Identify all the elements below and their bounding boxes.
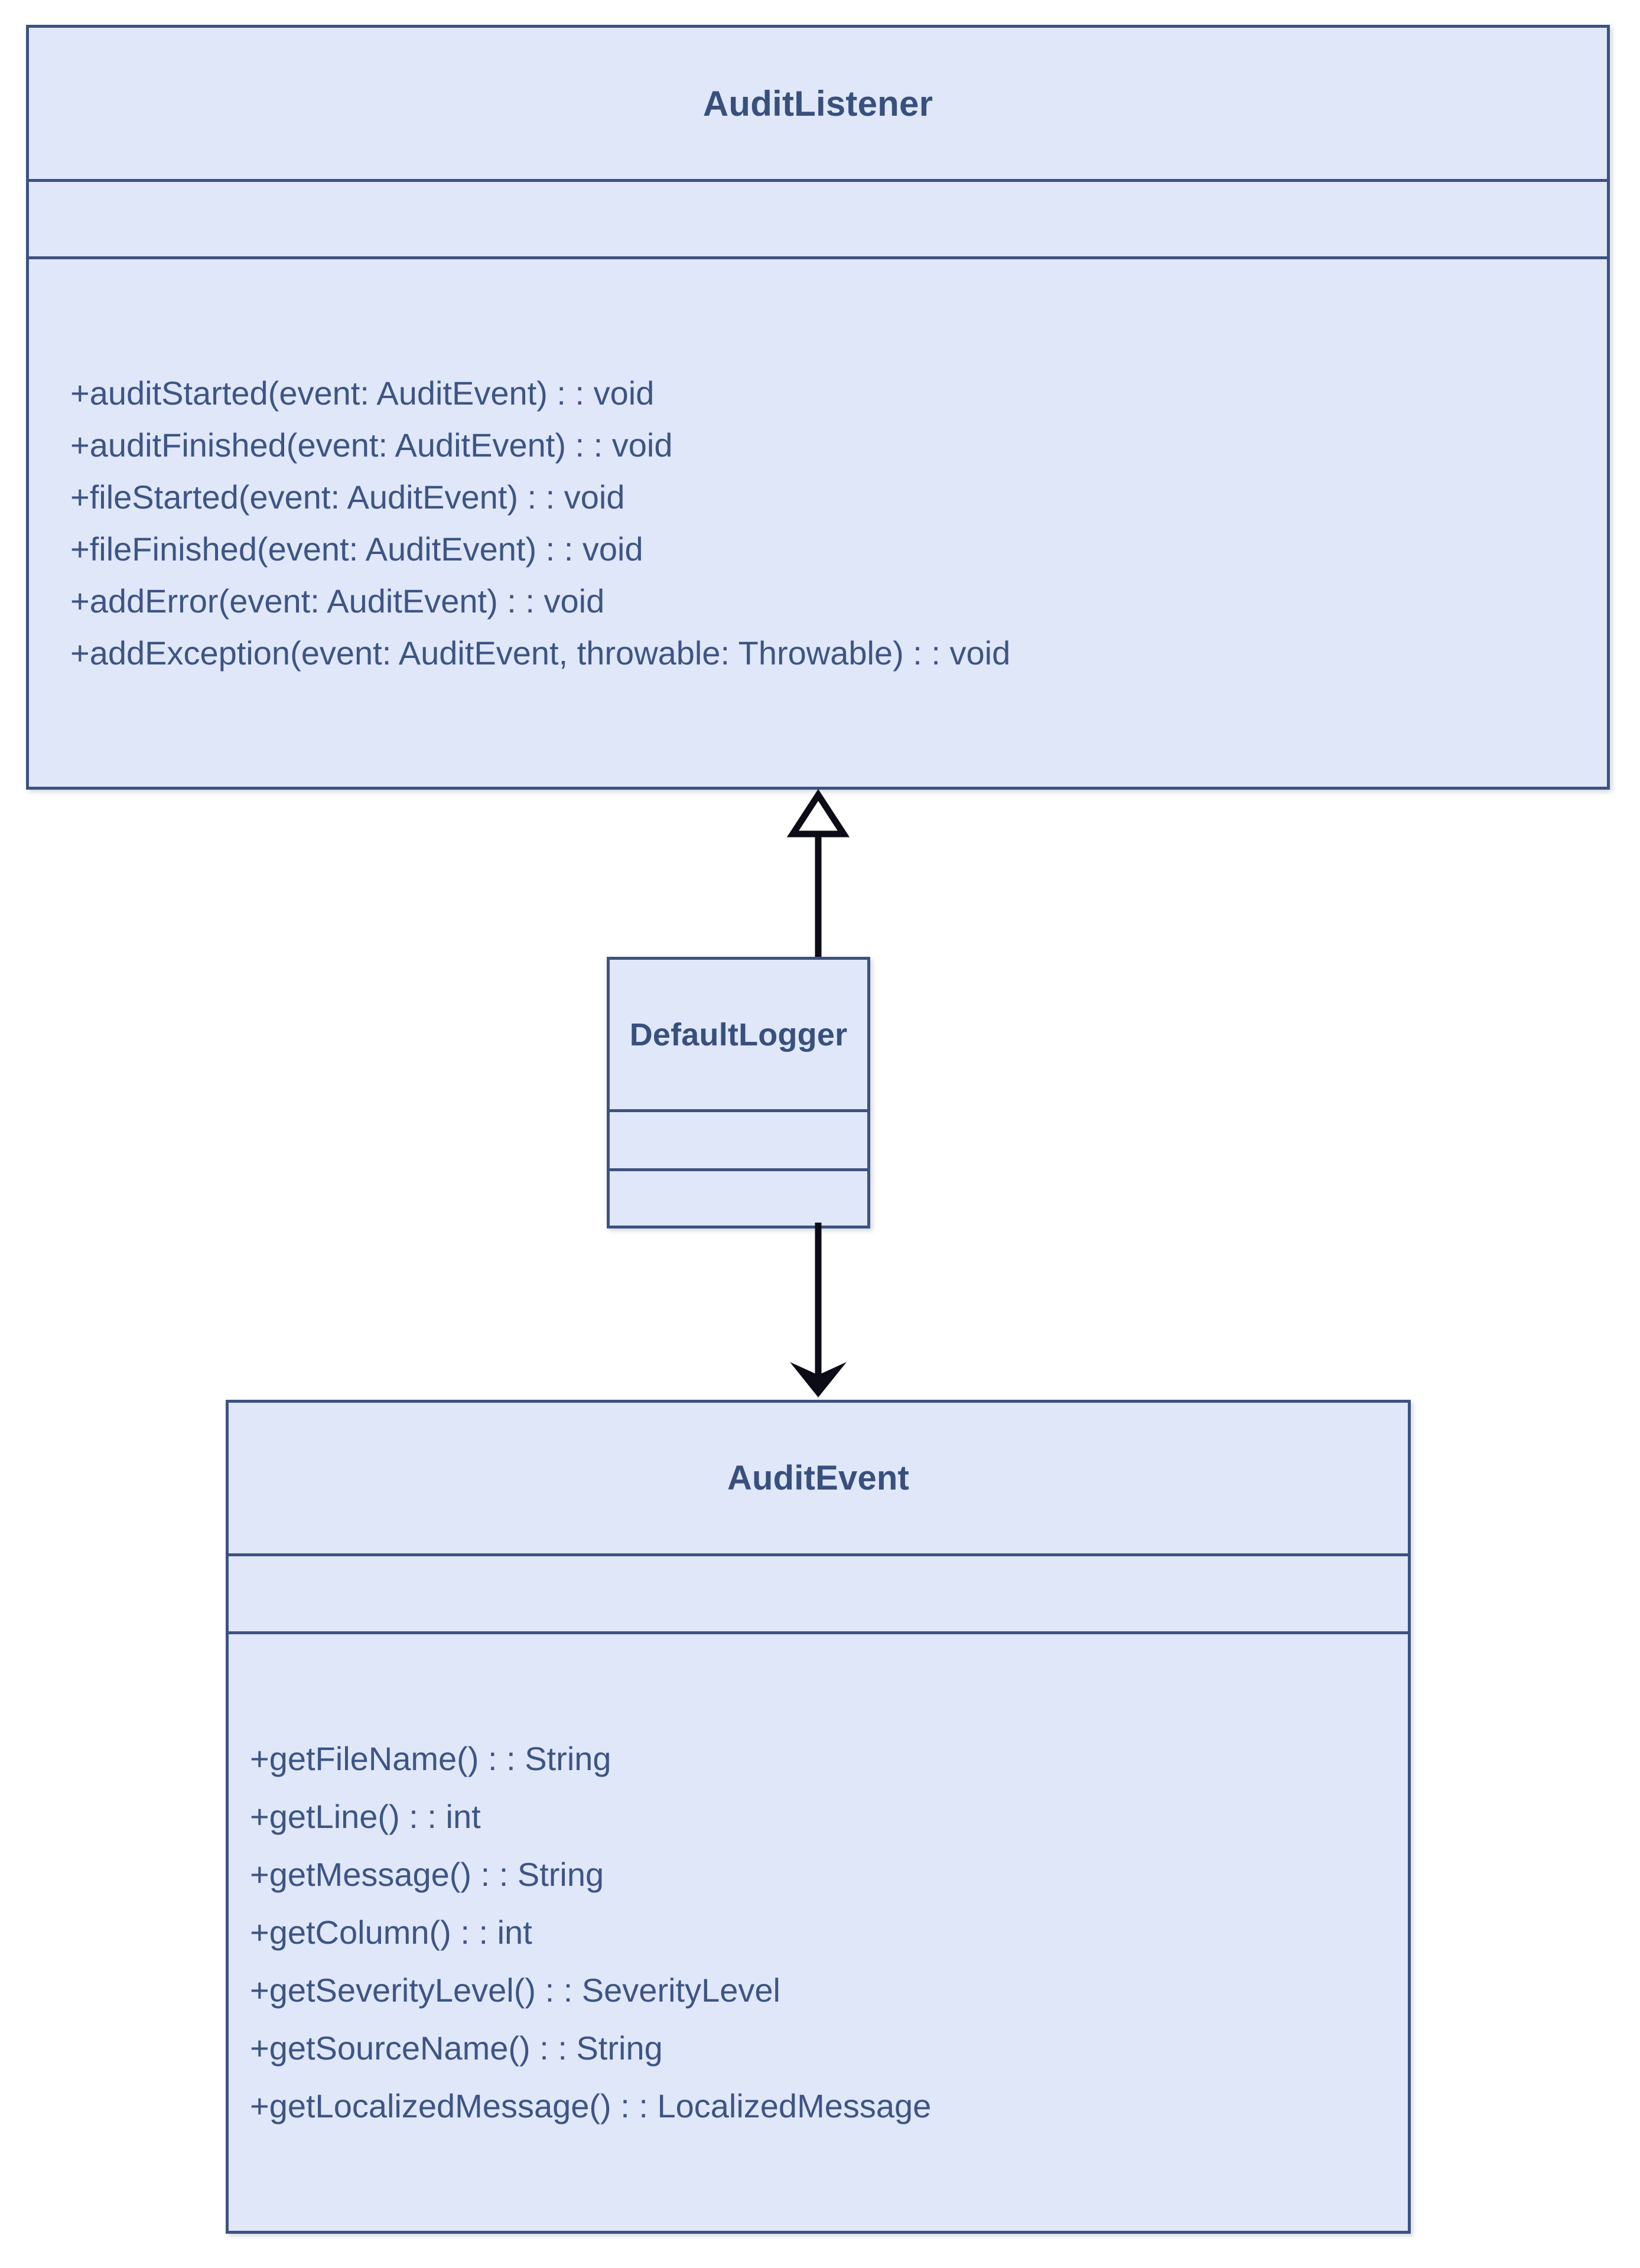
class-name-default-logger: DefaultLogger <box>629 1016 848 1052</box>
class-methods-compartment-audit-listener: +auditStarted(event: AuditEvent) : : voi… <box>29 256 1607 787</box>
class-box-audit-listener[interactable]: AuditListener +auditStarted(event: Audit… <box>26 25 1610 790</box>
class-name-audit-event: AuditEvent <box>727 1459 910 1497</box>
method-list-audit-listener: +auditStarted(event: AuditEvent) : : voi… <box>70 367 1607 679</box>
method-item: +getMessage() : : String <box>250 1856 604 1893</box>
class-name-audit-listener: AuditListener <box>702 83 933 123</box>
method-item: +fileStarted(event: AuditEvent) : : void <box>70 478 625 516</box>
class-attributes-compartment-default-logger <box>610 1109 867 1168</box>
generalization-arrow-default-logger-to-audit-listener <box>786 788 850 963</box>
method-item: +addError(event: AuditEvent) : : void <box>70 582 605 620</box>
solid-triangle-arrowhead-icon <box>790 1362 847 1397</box>
class-box-default-logger[interactable]: DefaultLogger <box>607 957 870 1228</box>
class-attributes-compartment-audit-event <box>229 1553 1408 1631</box>
method-item: +auditStarted(event: AuditEvent) : : voi… <box>70 374 655 412</box>
class-attributes-compartment-audit-listener <box>29 179 1607 256</box>
method-item: +getSeverityLevel() : : SeverityLevel <box>250 1972 780 2009</box>
method-item: +fileFinished(event: AuditEvent) : : voi… <box>70 530 643 568</box>
class-methods-compartment-default-logger <box>610 1168 867 1226</box>
method-list-audit-event: +getFileName() : : String +getLine() : :… <box>250 1730 1408 2135</box>
method-item: +getFileName() : : String <box>250 1740 611 1777</box>
class-methods-compartment-audit-event: +getFileName() : : String +getLine() : :… <box>229 1631 1408 2231</box>
method-item: +getLocalizedMessage() : : LocalizedMess… <box>250 2087 932 2124</box>
class-title-compartment-audit-event: AuditEvent <box>229 1403 1408 1553</box>
association-arrow-default-logger-to-audit-event <box>790 1223 847 1397</box>
method-item: +getColumn() : : int <box>250 1914 532 1951</box>
method-item: +addException(event: AuditEvent, throwab… <box>70 634 1011 672</box>
method-item: +getSourceName() : : String <box>250 2029 663 2067</box>
class-box-audit-event[interactable]: AuditEvent +getFileName() : : String +ge… <box>226 1400 1411 2234</box>
hollow-triangle-arrowhead-icon <box>786 788 850 838</box>
class-title-compartment-default-logger: DefaultLogger <box>610 960 867 1109</box>
method-item: +getLine() : : int <box>250 1798 481 1835</box>
class-title-compartment-audit-listener: AuditListener <box>29 28 1607 179</box>
method-item: +auditFinished(event: AuditEvent) : : vo… <box>70 426 673 464</box>
